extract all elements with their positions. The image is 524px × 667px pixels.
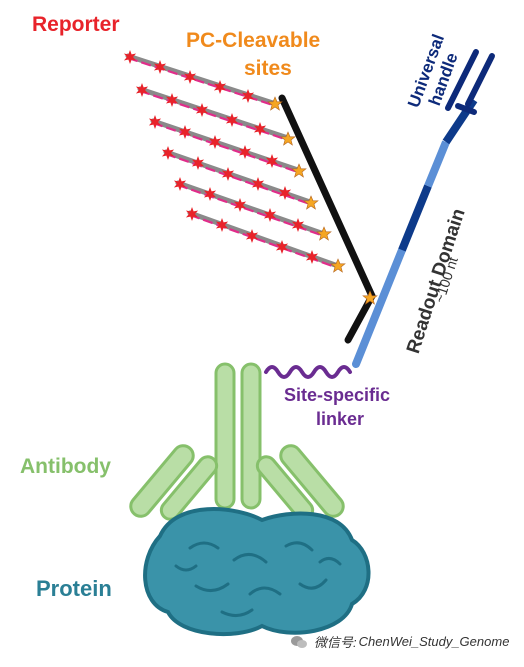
pc-cleavable-label-line2: sites — [244, 57, 292, 80]
reporter-strand — [185, 207, 341, 270]
watermark-account: ChenWei_Study_Genome — [358, 634, 510, 649]
pc-site-star-icon — [330, 258, 346, 273]
watermark-prefix: 微信号: — [314, 635, 357, 650]
wechat-icon — [291, 635, 307, 648]
reporter-strand — [173, 177, 327, 238]
site-specific-label-line2: linker — [316, 409, 365, 429]
watermark: 微信号:ChenWei_Study_Genome — [290, 632, 509, 651]
pc-cleavable-label: PC-Cleavable — [186, 29, 321, 52]
protein — [143, 507, 371, 637]
pc-site-star-icon — [316, 226, 332, 241]
site-specific-linker — [264, 365, 352, 379]
reporter-strand — [135, 83, 291, 142]
pc-site-star-icon — [303, 195, 319, 210]
readout-domain — [352, 97, 478, 368]
pc-site-star-icon — [291, 163, 307, 178]
reporter-strand — [161, 146, 313, 206]
protein-label: Protein — [36, 576, 112, 601]
reporter-strand — [123, 50, 279, 108]
backbone-strand — [278, 94, 376, 344]
antibody-label: Antibody — [20, 455, 111, 478]
site-specific-label: Site-specific — [284, 385, 391, 405]
reporter-strands — [123, 50, 341, 270]
reporter-strand — [148, 115, 301, 174]
universal-handle — [445, 49, 495, 115]
reporter-label: Reporter — [32, 13, 120, 36]
